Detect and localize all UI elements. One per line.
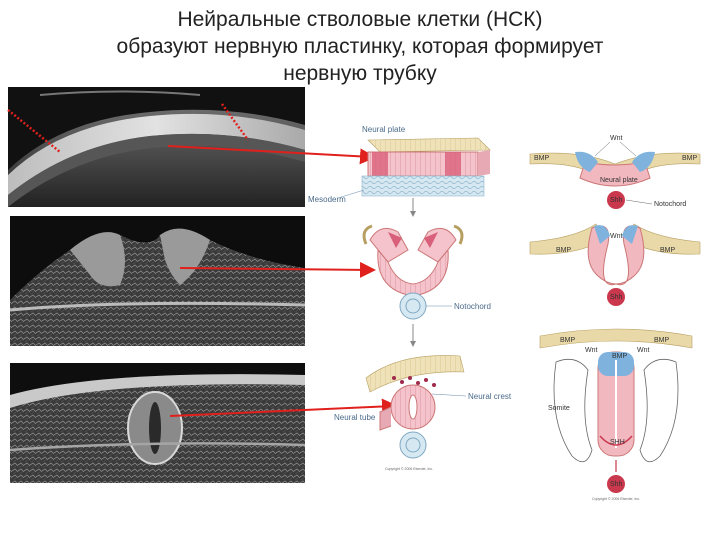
label-bmp-left-1: BMP: [534, 155, 550, 162]
label-neural-plate: Neural plate: [362, 125, 406, 134]
mesoderm-leader: [338, 190, 364, 198]
label-bmp-top-3-right: BMP: [654, 337, 670, 344]
label-bmp-left-2: BMP: [556, 247, 572, 254]
sem-image-neural-fold: [10, 216, 305, 346]
copyright-right: Copyright © 2006 Elsevier, Inc.: [592, 497, 640, 501]
label-somite: Somite: [548, 405, 570, 412]
label-bmp-right-2: BMP: [660, 247, 676, 254]
label-neural-plate-right: Neural plate: [600, 177, 638, 184]
label-bmp-right-1: BMP: [682, 155, 698, 162]
label-notochord-right: Notochord: [654, 201, 686, 208]
label-wnt-right-3: Wnt: [637, 347, 650, 354]
label-bmp-top-3-left: BMP: [560, 337, 576, 344]
copyright-middle: Copyright © 2006 Elsevier, Inc.: [385, 467, 433, 471]
schematic-neural-tube: Neural crest Neural tube Copyright © 200…: [334, 355, 512, 471]
label-neural-tube: Neural tube: [334, 413, 376, 422]
schematic-neural-fold: Notochord: [364, 226, 491, 319]
label-shh-1: Shh: [610, 197, 623, 204]
signaling-diagram-plate: Wnt BMP BMP Neural plate Shh Notochord: [530, 135, 700, 209]
signaling-diagram-tube: BMP BMP Wnt BMP Wnt Somite SHH Shh Copyr…: [540, 329, 692, 501]
label-bmp-center-3: BMP: [612, 353, 628, 360]
sem-image-neural-tube: [10, 363, 305, 483]
label-wnt-mid: Wnt: [610, 233, 623, 240]
label-shh-bottom: Shh: [610, 481, 623, 488]
schematic-neural-plate: Neural plate Mesoderm: [308, 125, 490, 204]
label-shh-center-3: SHH: [610, 439, 625, 446]
label-neural-crest: Neural crest: [468, 392, 512, 401]
label-wnt-left-3: Wnt: [585, 347, 598, 354]
signaling-diagram-fold: BMP Wnt BMP Shh: [530, 224, 700, 306]
label-notochord: Notochord: [454, 302, 491, 311]
neural-crest-leader: [432, 394, 466, 396]
label-wnt-top: Wnt: [610, 135, 623, 142]
label-mesoderm: Mesoderm: [308, 195, 346, 204]
label-shh-2: Shh: [610, 294, 623, 301]
